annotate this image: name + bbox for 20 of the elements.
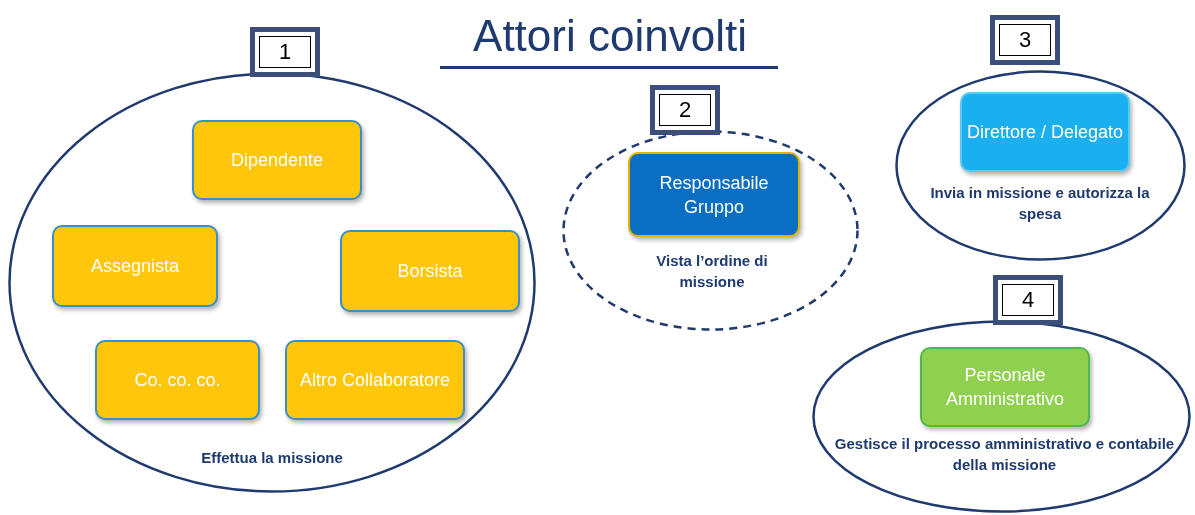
actor-box: Personale Amministrativo <box>920 347 1090 427</box>
actor-box: Direttore / Delegato <box>960 92 1130 172</box>
actor-group-ellipse <box>812 275 1191 513</box>
actor-box: Assegnista <box>52 225 218 307</box>
actor-box: Co. co. co. <box>95 340 260 420</box>
role-caption: Invia in missione e autorizza la spesa <box>929 183 1151 224</box>
actor-box: Responsabile Gruppo <box>628 152 800 237</box>
number-badge: 4 <box>993 275 1063 325</box>
actor-box: Altro Collaboratore <box>285 340 465 420</box>
actor-group-ellipse <box>562 85 859 331</box>
role-caption: Gestisce il processo amministrativo e contabile della missione <box>833 434 1176 475</box>
actor-group-ellipse <box>895 15 1186 261</box>
number-badge: 2 <box>650 85 720 135</box>
actor-box: Borsista <box>340 230 520 312</box>
role-caption: Effettua la missione <box>200 448 344 468</box>
number-badge: 3 <box>990 15 1060 65</box>
actor-box: Dipendente <box>192 120 362 200</box>
role-caption: Vista l’ordine di missione <box>655 251 769 292</box>
diagram-title: Attori coinvolti <box>472 10 748 62</box>
number-badge: 1 <box>250 27 320 77</box>
